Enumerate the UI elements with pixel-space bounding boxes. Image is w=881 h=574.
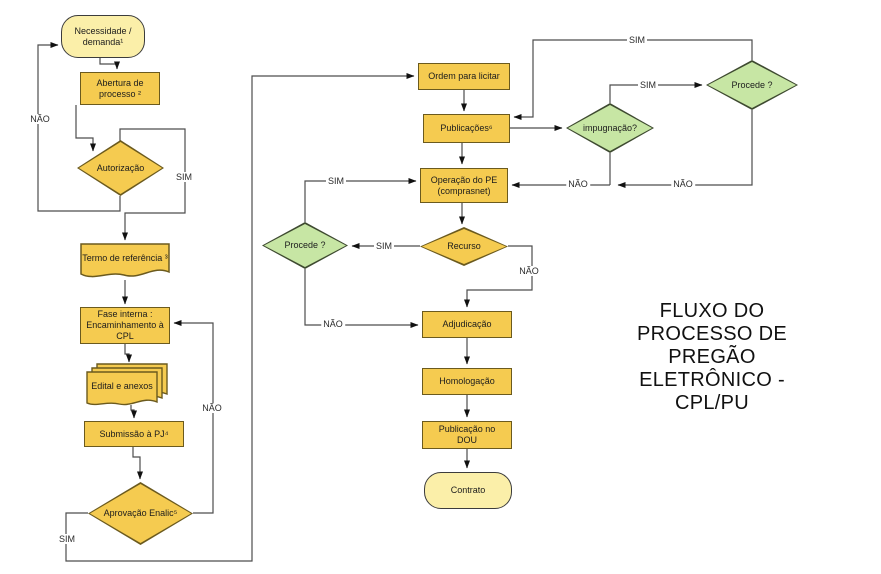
edge-label-enalic-nao: NÃO <box>200 403 224 413</box>
node-publicacao-dou: Publicação no DOU <box>422 421 512 449</box>
node-autorizacao-label: Autorização <box>96 162 145 173</box>
edge-submissao-enalic <box>132 447 143 480</box>
node-termo-label: Termo de referência ³ <box>82 252 168 263</box>
edge-fase-interna-edital <box>124 344 132 363</box>
node-procede-direita: Procede ? <box>706 60 798 110</box>
multi-document-shape <box>86 363 168 406</box>
node-edital-label: Edital e anexos <box>91 380 153 391</box>
node-ordem-licitar: Ordem para licitar <box>418 63 510 90</box>
edge-label-procede-esq-sim: SIM <box>325 176 347 186</box>
document-shape <box>80 243 170 278</box>
edge-autorizacao-sim-termo <box>119 128 186 241</box>
node-homologacao: Homologação <box>422 368 512 395</box>
edge-enalic-nao-fase-interna <box>173 320 214 514</box>
edge-procede-dir-nao <box>617 110 753 188</box>
node-autorizacao: Autorização <box>77 140 164 196</box>
edge-label-autorizacao-nao: NÃO <box>28 114 52 124</box>
edge-impugnacao-sim-procede-dir <box>609 82 703 103</box>
node-procede-esq-label: Procede ? <box>284 240 326 250</box>
edge-label-recurso-sim: SIM <box>373 241 395 251</box>
node-publicacoes: Publicações⁶ <box>423 114 510 143</box>
node-adjudicacao-label: Adjudicação <box>442 319 492 329</box>
edge-necessidade-abertura <box>99 58 120 70</box>
edge-abertura-autorizacao <box>75 105 96 152</box>
edge-procede-dir-sim-publicacoes <box>513 39 753 120</box>
edge-label-impugnacao-sim: SIM <box>637 80 659 90</box>
node-operacao-pe: Operação do PE (comprasnet) <box>420 168 508 203</box>
node-contrato-label: Contrato <box>450 485 486 495</box>
node-dou-label: Publicação no DOU <box>438 424 496 445</box>
node-abertura-label: Abertura de processo ² <box>96 77 144 99</box>
node-necessidade-label: Necessidade / demanda¹ <box>74 25 132 47</box>
edge-procede-esq-nao-adjudicacao <box>304 269 419 328</box>
node-contrato: Contrato <box>424 472 512 509</box>
edge-label-procede-dir-nao: NÃO <box>671 179 695 189</box>
node-ordem-label: Ordem para licitar <box>428 71 500 81</box>
node-enalic-label: Aprovação Enalic⁵ <box>103 508 178 518</box>
node-recurso: Recurso <box>420 227 508 266</box>
edge-recurso-nao-adjudicacao <box>464 245 533 308</box>
edge-edital-submissao <box>130 405 137 419</box>
node-submissao-label: Submissão à PJ⁴ <box>99 428 169 439</box>
node-recurso-label: Recurso <box>447 241 481 251</box>
diagram-title: FLUXO DO PROCESSO DE PREGÃO ELETRÔNICO -… <box>637 300 787 414</box>
edge-autorizacao-nao-necessidade <box>37 42 121 212</box>
node-fase-interna: Fase interna : Encaminhamento à CPL <box>80 307 170 344</box>
edge-label-enalic-sim: SIM <box>56 534 78 544</box>
edge-label-procede-esq-nao: NÃO <box>321 319 345 329</box>
node-aprovacao-enalic: Aprovação Enalic⁵ <box>88 482 193 545</box>
node-operacao-label: Operação do PE (comprasnet) <box>430 174 498 196</box>
node-termo-referencia: Termo de referência ³ <box>80 243 170 281</box>
node-abertura-processo: Abertura de processo ² <box>80 72 160 105</box>
edge-procede-esq-sim-operacao <box>304 178 417 222</box>
node-impugnacao: impugnação? <box>566 103 654 153</box>
node-impugnacao-label: impugnação? <box>582 122 638 133</box>
edge-label-autorizacao-sim: SIM <box>173 172 195 182</box>
edge-label-procede-dir-sim: SIM <box>626 35 648 45</box>
node-submissao-pj: Submissão à PJ⁴ <box>84 421 184 447</box>
edge-label-recurso-nao: NÃO <box>517 266 541 276</box>
edge-label-impugnacao-nao: NÃO <box>566 179 590 189</box>
node-homologacao-label: Homologação <box>439 376 495 386</box>
node-necessidade-demanda: Necessidade / demanda¹ <box>61 15 145 58</box>
node-adjudicacao: Adjudicação <box>422 311 512 338</box>
edge-enalic-sim-ordem <box>65 73 415 562</box>
node-procede-esquerda: Procede ? <box>262 222 348 269</box>
node-procede-dir-label: Procede ? <box>731 79 773 90</box>
node-publicacoes-label: Publicações⁶ <box>440 123 493 133</box>
node-edital-anexos: Edital e anexos <box>86 363 168 407</box>
node-fase-interna-label: Fase interna : Encaminhamento à CPL <box>86 309 164 341</box>
